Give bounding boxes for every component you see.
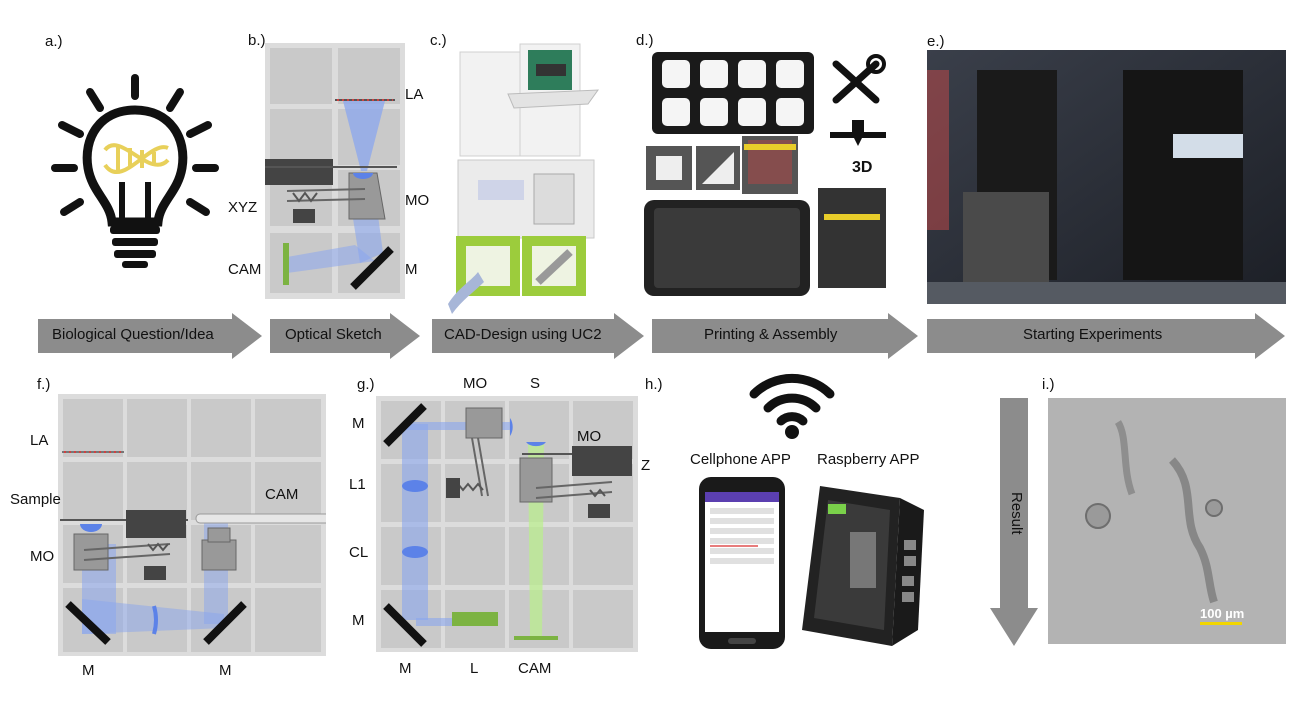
label-g-l: L: [470, 660, 479, 677]
panel-label-g: g.): [357, 376, 375, 393]
workflow-step-3-label: CAD-Design using UC2: [444, 326, 602, 343]
panel-label-b: b.): [248, 32, 266, 49]
workflow-arrow-5: Starting Experiments: [927, 313, 1285, 359]
microscopy-image-i: 100 µm: [1048, 398, 1286, 644]
label-g-s: S: [530, 375, 541, 392]
label-g-m-top: M: [352, 415, 365, 432]
lightbulb-icon: [51, 74, 219, 268]
label-g-mo-right: MO: [577, 428, 602, 445]
raspberry-device-image: [802, 486, 924, 646]
label-f-cam: CAM: [265, 486, 299, 503]
scale-bar-label: 100 µm: [1200, 606, 1244, 621]
label-f-sample: Sample: [10, 491, 61, 508]
cellphone-image: [699, 477, 785, 649]
label-3d: 3D: [852, 159, 872, 176]
label-la: LA: [405, 86, 424, 103]
label-cam: CAM: [228, 261, 262, 278]
workflow-step-5-label: Starting Experiments: [1023, 326, 1163, 343]
workflow-step-1-label: Biological Question/Idea: [52, 326, 214, 343]
optical-sketch-f: [58, 394, 326, 656]
label-f-m1: M: [82, 662, 95, 679]
label-f-la: LA: [30, 432, 49, 449]
workflow-arrow-1: Biological Question/Idea: [38, 313, 262, 359]
panel-label-d: d.): [636, 32, 654, 49]
label-g-m-bottom: M: [352, 612, 365, 629]
workflow-step-4-label: Printing & Assembly: [704, 326, 838, 343]
label-result: Result: [1008, 492, 1025, 535]
wifi-icon: [749, 373, 835, 439]
label-g-l1: L1: [349, 476, 366, 493]
cad-design-c: [448, 43, 600, 314]
label-cellphone-app: Cellphone APP: [690, 451, 791, 468]
workflow-arrow-4: Printing & Assembly: [652, 313, 918, 359]
result-arrow: [990, 398, 1038, 646]
workflow-step-2-label: Optical Sketch: [285, 326, 382, 343]
label-m: M: [405, 261, 418, 278]
experiment-photo-e: [927, 50, 1286, 304]
printing-assembly-d: 3D: [644, 52, 886, 296]
label-xyz: XYZ: [228, 199, 258, 216]
label-f-m2: M: [219, 662, 232, 679]
workflow-arrow-3: CAD-Design using UC2: [432, 313, 644, 359]
workflow-arrow-2: Optical Sketch: [270, 313, 420, 359]
label-raspberry-app: Raspberry APP: [817, 451, 920, 468]
label-g-z: Z: [641, 457, 651, 474]
panel-label-i: i.): [1042, 376, 1055, 393]
label-g-cl: CL: [349, 544, 369, 561]
panel-label-h: h.): [645, 376, 663, 393]
panel-label-a: a.): [45, 33, 63, 50]
label-f-mo: MO: [30, 548, 55, 565]
optical-sketch-b: [265, 43, 405, 299]
label-g-mo-top: MO: [463, 375, 488, 392]
label-g-m-below: M: [399, 660, 412, 677]
label-g-cam: CAM: [518, 660, 552, 677]
optical-sketch-g: [376, 396, 638, 652]
panel-label-e: e.): [927, 33, 945, 50]
label-mo: MO: [405, 192, 430, 209]
panel-label-c: c.): [430, 32, 447, 49]
panel-label-f: f.): [37, 376, 51, 393]
